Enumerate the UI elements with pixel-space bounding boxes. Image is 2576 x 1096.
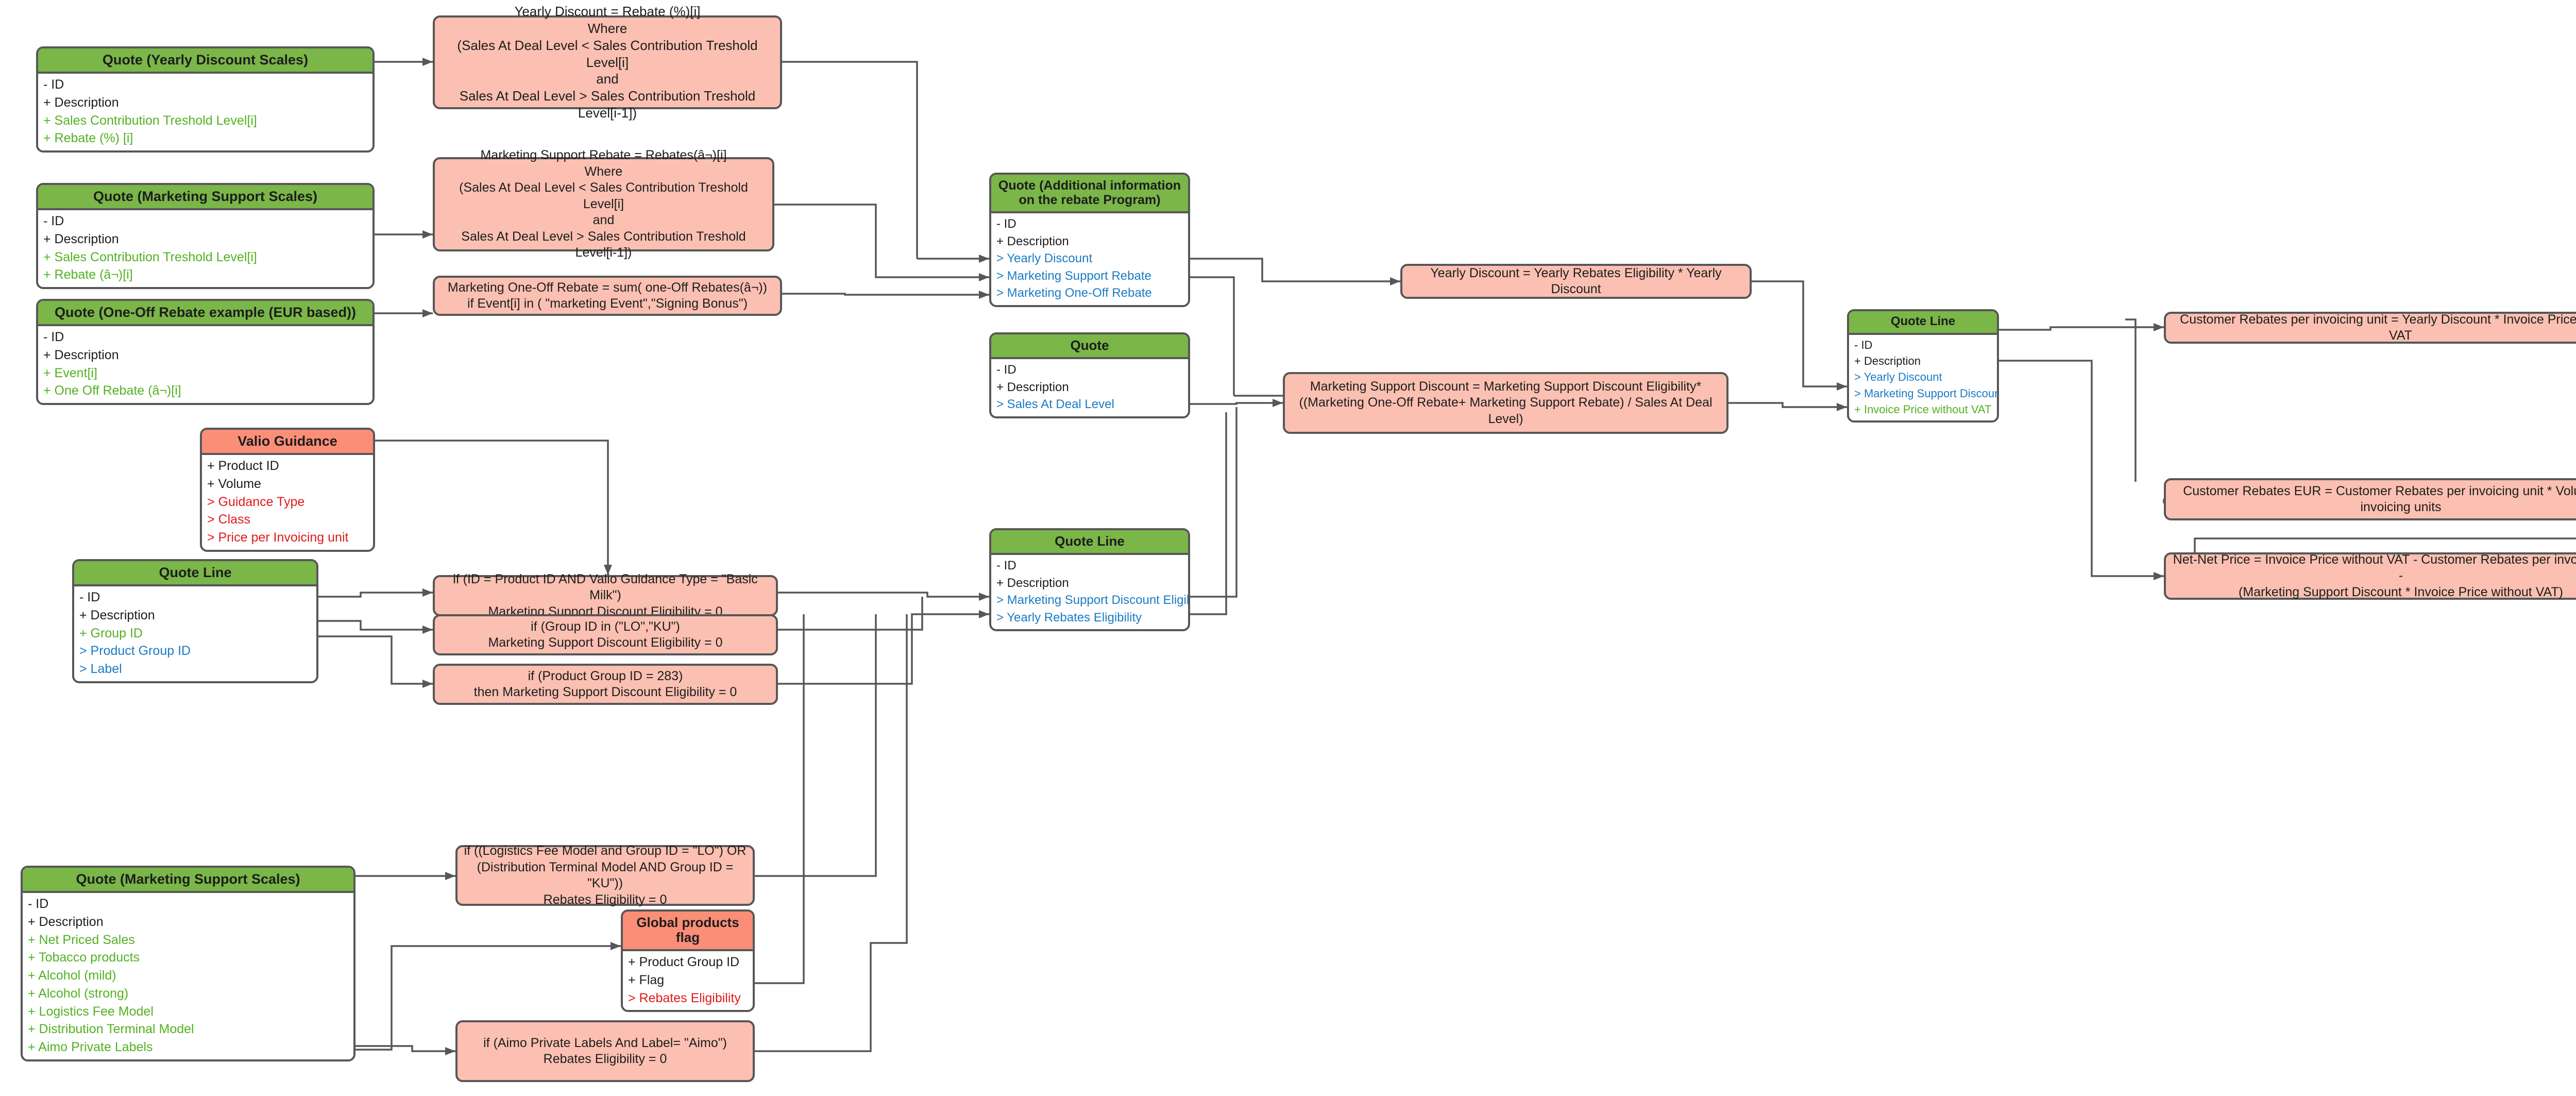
entity-attribute: - ID xyxy=(43,330,64,345)
entity-attribute: + Sales Contribution Treshold Level[i] xyxy=(43,249,257,264)
entity-attribute-list: - ID + Description > Yearly Discount > M… xyxy=(1849,335,1997,420)
rule-aimo-private-labels[interactable]: if (Aimo Private Labels And Label= "Aimo… xyxy=(455,1020,755,1082)
entity-title: Global products flag xyxy=(623,912,753,952)
entity-attribute: + Volume xyxy=(207,476,261,491)
entity-global-products-flag[interactable]: Global products flag + Product Group ID … xyxy=(621,909,755,1013)
entity-title: Quote (Yearly Discount Scales) xyxy=(38,48,372,74)
entity-attribute-list: - ID + Description > Sales At Deal Level xyxy=(991,359,1188,416)
rule-customer-rebates-per-unit[interactable]: Customer Rebates per invoicing unit = Ye… xyxy=(2164,312,2576,344)
entity-title: Quote Line xyxy=(1849,311,1997,335)
entity-attribute: + Description xyxy=(28,914,104,929)
rule-net-net-price[interactable]: Net-Net Price = Invoice Price without VA… xyxy=(2164,552,2576,600)
entity-attribute: + Description xyxy=(79,608,155,622)
entity-attribute: - ID xyxy=(28,897,49,912)
entity-attribute-list: + Product ID + Volume > Guidance Type > … xyxy=(202,455,373,550)
rule-logistics-distribution[interactable]: if ((Logistics Fee Model and Group ID = … xyxy=(455,844,755,907)
entity-title: Quote (Additional information on the reb… xyxy=(991,175,1188,213)
rule-yearly-discount[interactable]: Yearly Discount = Rebate (%)[i] Where (S… xyxy=(433,4,782,121)
entity-attribute-list: - ID + Description > Yearly Discount > M… xyxy=(991,213,1188,305)
entity-attribute: > Sales At Deal Level xyxy=(996,397,1114,412)
entity-attribute-list: - ID + Description > Marketing Support D… xyxy=(991,555,1188,629)
entity-attribute-list: - ID + Description + Sales Contribution … xyxy=(38,74,372,150)
entity-quote-yearly-discount-scales[interactable]: Quote (Yearly Discount Scales) - ID + De… xyxy=(36,46,375,153)
entity-attribute: > Price per Invoicing unit xyxy=(207,530,349,545)
entity-quote-line-discounts[interactable]: Quote Line - ID + Description > Yearly D… xyxy=(1847,309,1999,423)
entity-attribute-list: - ID + Description + Group ID > Product … xyxy=(74,586,316,681)
rule-marketing-support-rebate[interactable]: Marketing Support Rebate = Rebates(â¬)[i… xyxy=(433,148,774,260)
entity-attribute: + Net Priced Sales xyxy=(28,932,135,947)
rule-group-id-lo-ku[interactable]: if (Group ID in ("LO","KU") Marketing Su… xyxy=(433,614,778,655)
entity-title: Quote Line xyxy=(991,530,1188,555)
entity-attribute: + Rebate (%) [i] xyxy=(43,131,133,146)
entity-attribute-list: + Product Group ID + Flag > Rebates Elig… xyxy=(623,951,753,1010)
entity-attribute: + Description xyxy=(996,576,1069,590)
entity-attribute: + Description xyxy=(43,231,119,246)
entity-attribute: > Yearly Discount xyxy=(996,251,1093,266)
entity-attribute: > Marketing Support Rebate xyxy=(996,268,1151,283)
entity-attribute: + Description xyxy=(1854,355,1921,368)
entity-attribute: - ID xyxy=(43,214,64,229)
entity-attribute: + Product Group ID xyxy=(628,955,740,970)
entity-attribute: - ID xyxy=(996,363,1016,377)
entity-quote-line-group[interactable]: Quote Line - ID + Description + Group ID… xyxy=(72,559,318,683)
entity-attribute-list: - ID + Description + Event[i] + One Off … xyxy=(38,326,372,403)
entity-attribute: + One Off Rebate (â¬)[i] xyxy=(43,383,181,398)
entity-attribute: > Class xyxy=(207,512,251,527)
entity-attribute: + Logistics Fee Model xyxy=(28,1004,154,1019)
entity-attribute: + Rebate (â¬)[i] xyxy=(43,267,133,282)
entity-attribute: + Invoice Price without VAT xyxy=(1854,403,1992,416)
entity-attribute: + Distribution Terminal Model xyxy=(28,1022,194,1037)
entity-attribute: > Rebates Eligibility xyxy=(628,990,741,1005)
entity-quote-line-eligibility[interactable]: Quote Line - ID + Description > Marketin… xyxy=(989,528,1190,632)
entity-attribute: > Product Group ID xyxy=(79,644,191,659)
entity-title: Quote (Marketing Support Scales) xyxy=(38,185,372,211)
entity-attribute: > Label xyxy=(79,662,122,677)
entity-attribute: + Alcohol (strong) xyxy=(28,986,129,1001)
entity-quote-marketing-support-scales-top[interactable]: Quote (Marketing Support Scales) - ID + … xyxy=(36,183,375,290)
entity-attribute: > Yearly Discount xyxy=(1854,370,1942,384)
entity-title: Quote (One-Off Rebate example (EUR based… xyxy=(38,301,372,327)
entity-quote-additional-information[interactable]: Quote (Additional information on the reb… xyxy=(989,173,1190,307)
entity-attribute: + Aimo Private Labels xyxy=(28,1040,153,1055)
entity-title: Valio Guidance xyxy=(202,430,373,456)
entity-title: Quote (Marketing Support Scales) xyxy=(23,868,353,893)
entity-attribute: + Description xyxy=(996,234,1069,248)
entity-attribute: - ID xyxy=(1854,338,1873,351)
entity-attribute: > Marketing Support Discount Eligibility xyxy=(996,593,1190,608)
entity-attribute: + Description xyxy=(996,380,1069,394)
rule-basic-milk[interactable]: if (ID = Product ID AND Valio Guidance T… xyxy=(433,572,778,619)
entity-attribute: + Alcohol (mild) xyxy=(28,968,116,983)
entity-attribute: - ID xyxy=(79,590,100,605)
entity-attribute: - ID xyxy=(996,559,1016,573)
entity-attribute: + Product ID xyxy=(207,459,279,474)
entity-attribute: + Description xyxy=(43,95,119,110)
entity-quote-marketing-support-scales-bottom[interactable]: Quote (Marketing Support Scales) - ID + … xyxy=(21,866,355,1061)
entity-attribute: > Marketing One-Off Rebate xyxy=(996,286,1152,300)
rule-product-group-283[interactable]: if (Product Group ID = 283) then Marketi… xyxy=(433,664,778,705)
entity-attribute: > Marketing Support Discount xyxy=(1854,386,1999,400)
entity-attribute: + Event[i] xyxy=(43,365,97,380)
entity-attribute: > Guidance Type xyxy=(207,494,305,509)
rule-customer-rebates-eur[interactable]: Customer Rebates EUR = Customer Rebates … xyxy=(2164,478,2576,520)
entity-title: Quote xyxy=(991,334,1188,360)
entity-quote[interactable]: Quote - ID + Description > Sales At Deal… xyxy=(989,332,1190,418)
entity-attribute: + Flag xyxy=(628,972,665,987)
rule-yearly-discount-eligibility[interactable]: Yearly Discount = Yearly Rebates Eligibi… xyxy=(1400,264,1752,299)
entity-valio-guidance[interactable]: Valio Guidance + Product ID + Volume > G… xyxy=(200,428,375,552)
entity-attribute: - ID xyxy=(43,77,64,92)
entity-attribute: + Description xyxy=(43,347,119,362)
rule-marketing-one-off-rebate[interactable]: Marketing One-Off Rebate = sum( one-Off … xyxy=(433,276,782,316)
entity-attribute: - ID xyxy=(996,217,1016,231)
entity-attribute: > Yearly Rebates Eligibility xyxy=(996,610,1142,625)
entity-quote-one-off-rebate-example[interactable]: Quote (One-Off Rebate example (EUR based… xyxy=(36,299,375,406)
entity-attribute-list: - ID + Description + Sales Contribution … xyxy=(38,210,372,287)
entity-title: Quote Line xyxy=(74,561,316,587)
entity-attribute: + Sales Contribution Treshold Level[i] xyxy=(43,113,257,128)
rule-marketing-support-discount[interactable]: Marketing Support Discount = Marketing S… xyxy=(1283,372,1728,434)
entity-attribute-list: - ID + Description + Net Priced Sales + … xyxy=(23,893,353,1059)
entity-attribute: + Group ID xyxy=(79,626,143,640)
entity-attribute: + Tobacco products xyxy=(28,950,140,965)
